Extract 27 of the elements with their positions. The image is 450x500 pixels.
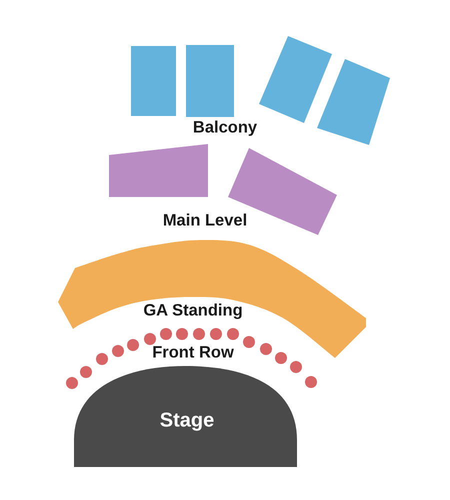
seat-dot-icon — [160, 328, 172, 340]
seat-dot-icon — [66, 377, 78, 389]
section-label: Balcony — [192, 120, 258, 136]
seat-dot-icon — [176, 328, 188, 340]
seat-dot-icon — [210, 328, 222, 340]
seat-dot-icon — [193, 328, 205, 340]
seat-dot-icon — [112, 345, 124, 357]
seating-section — [131, 46, 176, 116]
seat-dot-icon — [290, 361, 302, 373]
seat-dot-icon — [275, 352, 287, 364]
seating-section — [186, 45, 234, 117]
seating-section — [317, 59, 390, 145]
seat-dot-icon — [127, 339, 139, 351]
seating-section — [259, 36, 332, 123]
seat-dot-icon — [80, 366, 92, 378]
seat-dot-icon — [243, 336, 255, 348]
seat-dot-icon — [305, 376, 317, 388]
seat-dot-icon — [227, 328, 239, 340]
stage-label: Stage — [160, 410, 214, 432]
standing-area — [58, 240, 366, 358]
seat-dot-icon — [96, 353, 108, 365]
seating-section — [109, 144, 208, 197]
section-label: Front Row — [152, 344, 234, 362]
section-label: Main Level — [162, 212, 248, 230]
section-label: GA Standing — [143, 302, 243, 320]
seat-dot-icon — [144, 333, 156, 345]
seat-dot-icon — [260, 343, 272, 355]
